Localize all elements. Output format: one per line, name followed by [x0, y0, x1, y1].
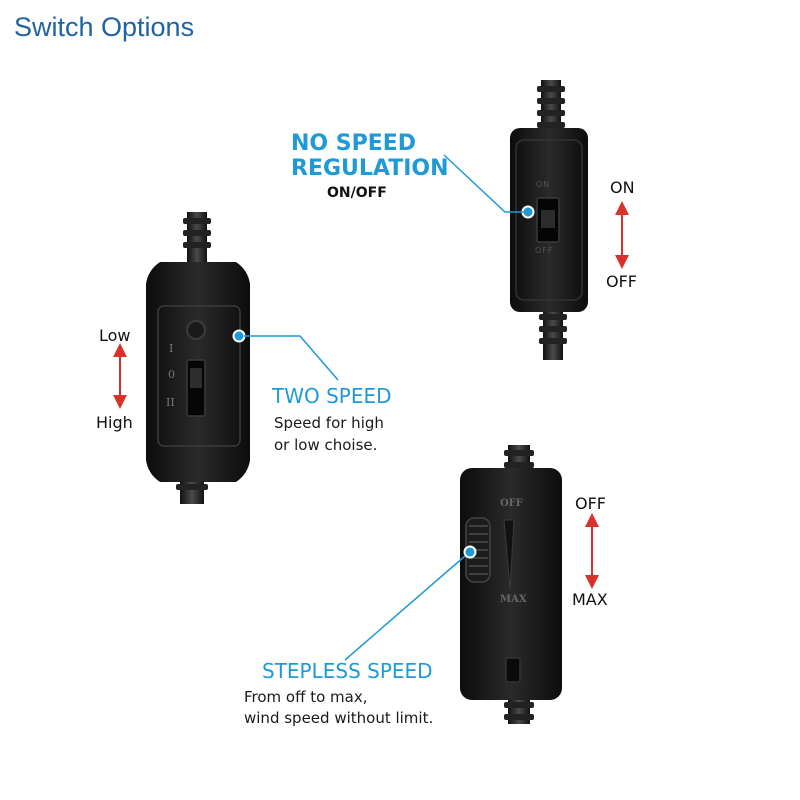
- stepless-marking-off: OFF: [500, 498, 523, 509]
- stepless-callout-line: [344, 555, 466, 661]
- no-speed-callout-line: [443, 154, 524, 213]
- no-speed-switch-device: [443, 80, 629, 360]
- two-speed-heading: TWO SPEED: [272, 384, 392, 408]
- two-speed-callout-line: [244, 335, 339, 381]
- no-speed-callout-dot: [521, 205, 535, 219]
- stepless-bottom-cord: [504, 696, 534, 724]
- page-title: Switch Options: [14, 12, 195, 42]
- no-speed-marking-off: OFF: [535, 246, 554, 255]
- no-speed-heading-line2: REGULATION: [291, 156, 449, 181]
- two-speed-bottom-cord: [176, 478, 208, 504]
- stepless-off-label: OFF: [575, 494, 606, 513]
- stepless-max-label: MAX: [572, 590, 608, 609]
- two-speed-marking-1: I: [169, 342, 174, 355]
- two-speed-high-label: High: [96, 413, 133, 432]
- no-speed-marking-on: ON: [536, 180, 551, 189]
- two-speed-desc-line2: or low choise.: [274, 436, 378, 454]
- no-speed-off-label: OFF: [606, 272, 637, 291]
- two-speed-marking-2: 0: [168, 368, 175, 381]
- no-speed-top-cord: [537, 80, 565, 130]
- two-speed-marking-3: II: [166, 396, 175, 409]
- two-speed-desc-line1: Speed for high: [274, 414, 384, 432]
- stepless-callout-dot: [463, 545, 477, 559]
- stepless-top-cord: [504, 445, 534, 473]
- two-speed-callout-dot: [232, 329, 246, 343]
- stepless-desc-line2: wind speed without limit.: [244, 709, 434, 727]
- two-speed-top-cord: [183, 212, 211, 262]
- stepless-desc-line1: From off to max,: [244, 688, 368, 706]
- no-speed-bottom-cord: [539, 308, 567, 360]
- two-speed-switch-device: [113, 212, 339, 504]
- no-speed-on-label: ON: [610, 178, 635, 197]
- no-speed-heading-line1: NO SPEED: [291, 131, 417, 156]
- stepless-switch-device: [344, 445, 599, 724]
- no-speed-subtitle: ON/OFF: [327, 185, 387, 201]
- stepless-heading: STEPLESS SPEED: [262, 659, 433, 683]
- two-speed-low-label: Low: [99, 326, 131, 345]
- stepless-marking-max: MAX: [500, 594, 527, 605]
